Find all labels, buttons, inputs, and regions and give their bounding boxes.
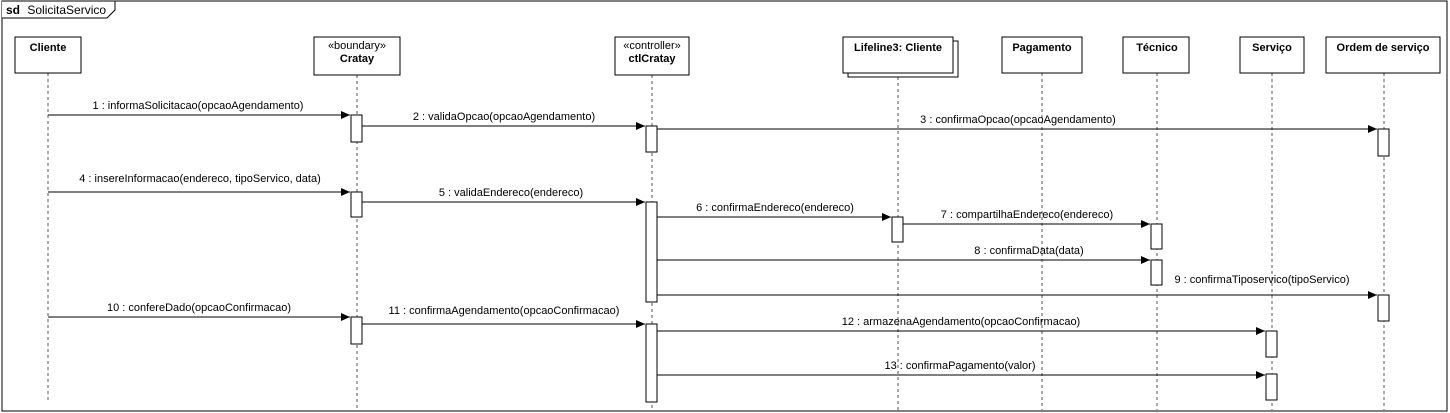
message-label: 8 : confirmaData(data)	[974, 245, 1083, 257]
message-5[interactable]: 5 : validaEndereco(endereco)	[362, 187, 645, 206]
message-label: 11 : confirmaAgendamento(opcaoConfirmaca…	[389, 305, 620, 317]
activation-bars	[350, 114, 1390, 403]
activation-bar	[891, 216, 904, 243]
message-label: 3 : confirmaOpcao(opcaoAgendamento)	[920, 114, 1116, 126]
lifeline-name: Lifeline3: Cliente	[854, 42, 942, 54]
lifeline-name: Técnico	[1136, 42, 1178, 54]
lifeline-stereotype: «controller»	[623, 40, 680, 52]
activation-bar	[350, 191, 363, 218]
message-8[interactable]: 8 : confirmaData(data)	[657, 245, 1150, 264]
lifeline-name: Cratay	[340, 53, 375, 65]
lifeline-head	[842, 36, 954, 74]
frame-name: SolicitaServico	[27, 3, 106, 17]
message-label: 10 : confereDado(opcaoConfirmacao)	[107, 302, 291, 314]
message-12[interactable]: 12 : armazenaAgendamento(opcaoConfirmaca…	[657, 316, 1265, 335]
lifeline-boundary[interactable]: «boundary» Cratay	[313, 36, 401, 410]
activation-bar	[645, 323, 658, 403]
activation-bar	[645, 125, 658, 153]
lifeline-head	[1001, 36, 1083, 74]
lifeline-head	[614, 36, 690, 76]
message-11[interactable]: 11 : confirmaAgendamento(opcaoConfirmaca…	[362, 305, 645, 328]
message-4[interactable]: 4 : insereInformacao(endereco, tipoServi…	[48, 173, 350, 196]
message-2[interactable]: 2 : validaOpcao(opcaoAgendamento)	[362, 111, 645, 130]
message-label: 5 : validaEndereco(endereco)	[439, 187, 583, 199]
message-label: 6 : confirmaEndereco(endereco)	[696, 202, 854, 214]
lifeline-head	[1122, 36, 1190, 74]
lifeline-head	[14, 36, 82, 74]
activation-bar	[1265, 330, 1278, 358]
lifeline-cliente[interactable]: Cliente	[14, 36, 82, 400]
frame-keyword: sd	[6, 3, 20, 17]
activation-bar	[1265, 373, 1278, 401]
lifeline-tecnico[interactable]: Técnico	[1122, 36, 1190, 410]
message-label: 9 : confirmaTiposervico(tipoServico)	[1174, 274, 1349, 286]
lifeline-ordem[interactable]: Ordem de serviço	[1325, 36, 1441, 410]
message-13[interactable]: 13 : confirmaPagamento(valor)	[657, 360, 1265, 379]
message-label: 13 : confirmaPagamento(valor)	[884, 360, 1035, 372]
activation-bar	[645, 201, 658, 303]
message-7[interactable]: 7 : compartilhaEndereco(endereco)	[903, 209, 1150, 228]
lifeline-name: Serviço	[1252, 42, 1292, 54]
message-label: 4 : insereInformacao(endereco, tipoServi…	[79, 173, 321, 185]
lifeline-head	[1239, 36, 1305, 74]
message-10[interactable]: 10 : confereDado(opcaoConfirmacao)	[48, 302, 350, 321]
lifeline-name: Ordem de serviço	[1337, 42, 1430, 54]
svg-text:sd SolicitaServico: sd SolicitaServico	[6, 3, 106, 17]
lifeline-stereotype: «boundary»	[328, 40, 386, 52]
activation-bar	[1150, 259, 1163, 286]
activation-bar	[1377, 294, 1390, 322]
lifeline-head	[1325, 36, 1441, 74]
message-label: 2 : validaOpcao(opcaoAgendamento)	[413, 111, 595, 123]
activation-bar	[350, 114, 363, 143]
message-label: 7 : compartilhaEndereco(endereco)	[941, 209, 1113, 221]
lifeline-name: ctlCratay	[628, 53, 676, 65]
lifeline-name: Cliente	[30, 42, 67, 54]
activation-bar	[1377, 128, 1390, 157]
message-9[interactable]: 9 : confirmaTiposervico(tipoServico)	[657, 274, 1377, 299]
message-label: 12 : armazenaAgendamento(opcaoConfirmaca…	[842, 316, 1080, 328]
lifeline-servico[interactable]: Serviço	[1239, 36, 1305, 410]
activation-bar	[1150, 223, 1163, 250]
message-3[interactable]: 3 : confirmaOpcao(opcaoAgendamento)	[657, 114, 1377, 133]
message-1[interactable]: 1 : informaSolicitacao(opcaoAgendamento)	[48, 100, 350, 119]
lifeline-head	[313, 36, 401, 76]
activation-bar	[350, 316, 363, 345]
message-6[interactable]: 6 : confirmaEndereco(endereco)	[657, 202, 891, 221]
lifeline-lifeline3[interactable]: Lifeline3: Cliente	[842, 36, 959, 410]
lifeline-name: Pagamento	[1012, 42, 1072, 54]
message-label: 1 : informaSolicitacao(opcaoAgendamento)	[93, 100, 304, 112]
